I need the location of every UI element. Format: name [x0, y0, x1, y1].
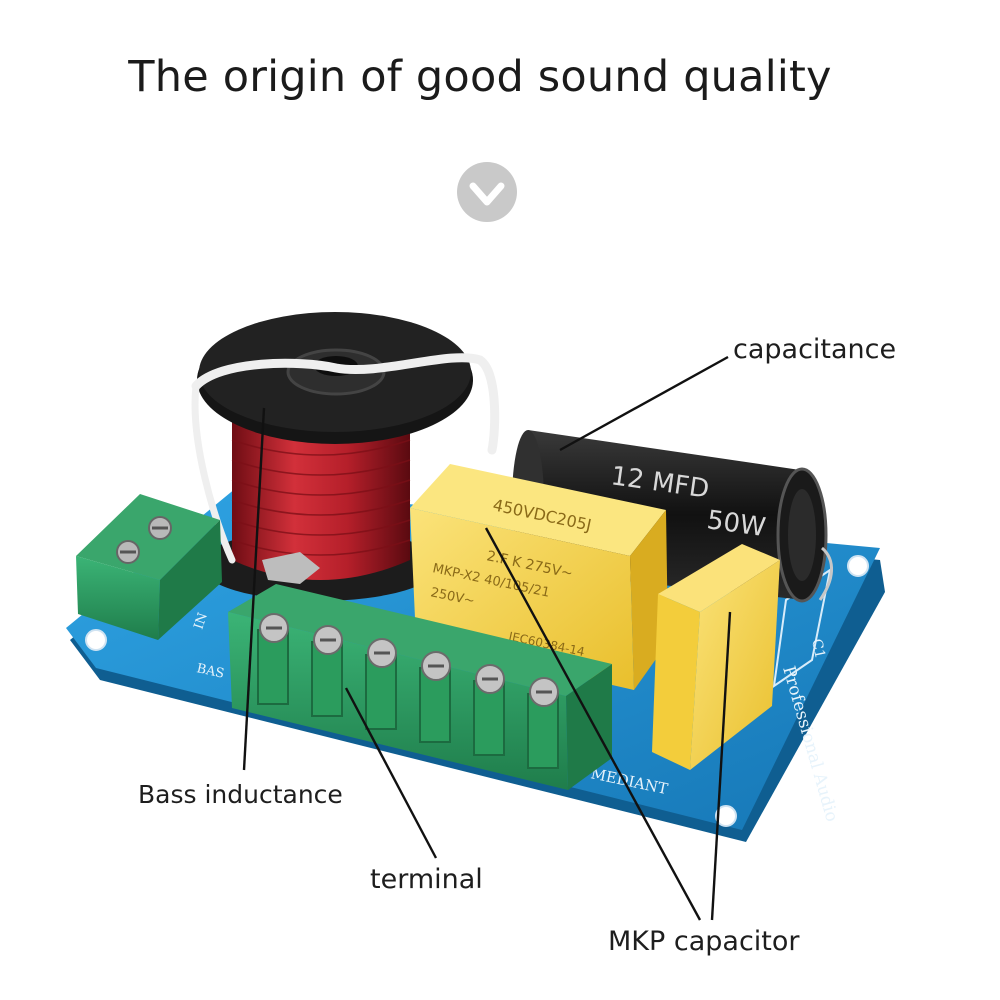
terminal-strip — [228, 584, 612, 790]
label-capacitance: capacitance — [733, 334, 897, 365]
label-bass-inductance: Bass inductance — [138, 780, 343, 809]
chevron-down-icon — [455, 160, 519, 224]
callout-lines — [242, 355, 732, 921]
label-terminal: terminal — [370, 864, 483, 895]
svg-text:C1: C1 — [808, 638, 828, 661]
page-title: The origin of good sound quality — [128, 52, 832, 102]
bass-inductor — [191, 312, 500, 601]
svg-text:IN: IN — [192, 611, 211, 631]
terminal-block-in — [76, 494, 222, 640]
svg-text:BAS: BAS — [195, 661, 225, 681]
label-mkp-capacitor: MKP capacitor — [608, 926, 800, 957]
mkp-capacitor-small — [652, 544, 780, 770]
